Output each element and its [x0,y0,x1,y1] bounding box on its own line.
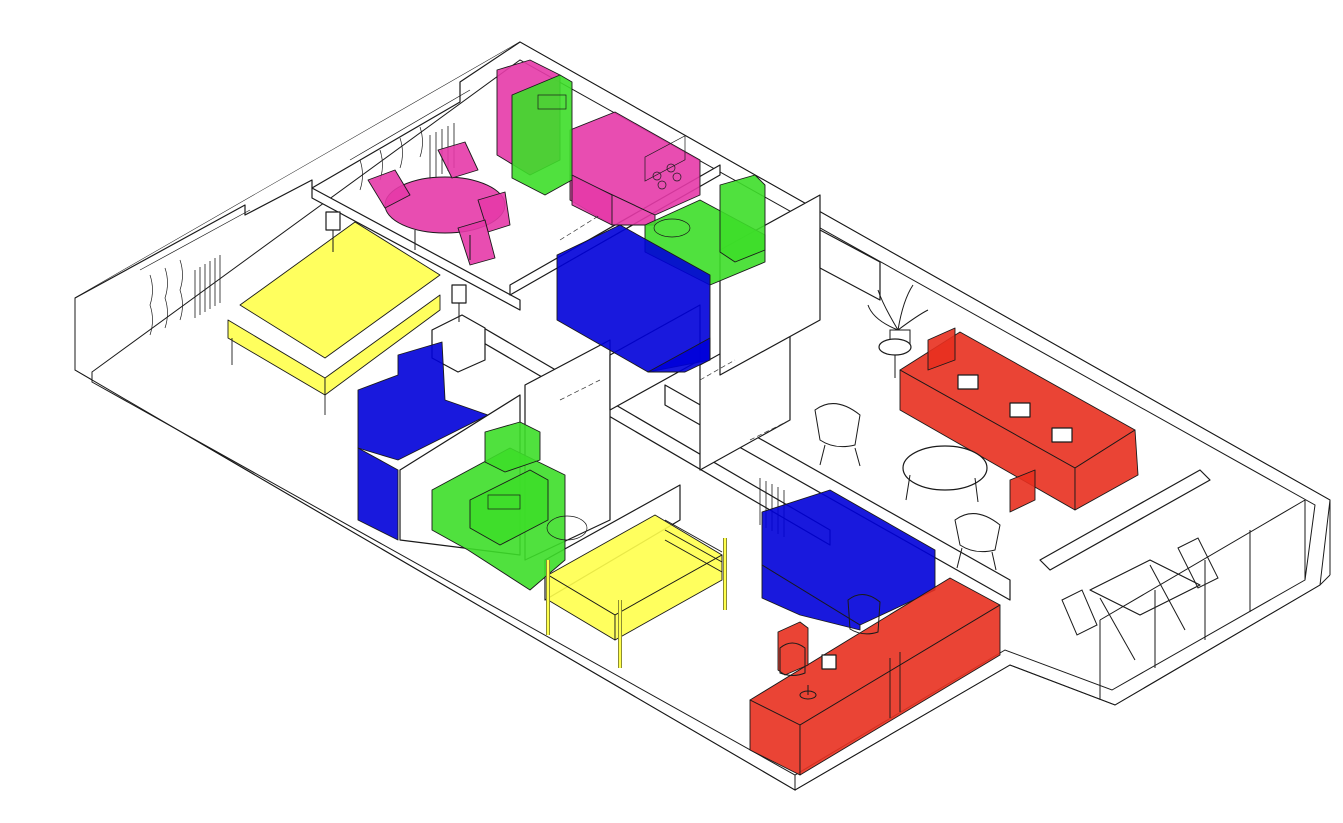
desk-chair-2 [779,642,806,676]
curtain-1 [149,259,183,336]
partition-entry [819,229,881,301]
bistro-chair-2 [1177,537,1219,589]
lamp-shade-right [451,284,467,304]
bath1-toilet [719,174,766,263]
radiator-bedroom [194,255,221,318]
wardrobe-bath-side [647,337,711,373]
bath2-toilet-seat [546,515,588,541]
wardrobe-bedroom-front [357,447,399,541]
armchair-1 [814,403,861,467]
living-group [749,327,1139,776]
door-frames [559,214,791,441]
main-bed-top [239,221,441,359]
sofa-tall-back [927,327,956,371]
sofa-leg-block [1009,469,1036,513]
wardrobe-room2-front [761,564,861,631]
wet-group [431,74,766,591]
bath2-basin [487,494,521,510]
dining-chair-4 [457,219,496,266]
front-edge-right [794,574,1331,791]
sink-basin [537,94,567,110]
stove-icon [644,135,686,190]
lamp-shade-left [325,211,341,231]
living-line-furniture [779,284,1001,700]
child-bed-side [614,554,723,641]
storage-group [357,224,936,631]
dining-chair-2 [437,141,479,179]
partition-bedroom-kitchen [311,187,521,311]
sleep-group [227,221,727,668]
door-swing-3 [699,359,736,381]
sofa-cushion-3 [1051,427,1073,443]
sofa-cushion-1 [957,374,979,390]
bath1-basin [653,218,691,238]
child-bed-rail-2 [664,529,723,563]
side-table [878,338,912,356]
bath2-tank [484,421,541,473]
curtain-rail-1 [139,209,251,271]
plant-icon [867,284,929,346]
desk-chair-1 [847,594,881,635]
sofa-side [1074,429,1139,511]
partition-balcony [1039,469,1211,571]
sofa-cushion-2 [1009,402,1031,418]
child-bed-rail-1 [664,519,723,553]
armchair-2 [954,513,1001,571]
back-wall-right [519,41,1331,575]
child-bed-rail-3 [664,539,723,573]
windows [139,89,785,537]
dining-chair-1 [367,169,411,209]
balcony-group [1061,499,1306,700]
monitor-icon [821,654,837,670]
curtain-rail-2 [349,89,471,161]
back-wall-left [74,41,521,299]
curtain-2 [359,126,423,191]
bistro-chair-1 [1061,589,1098,636]
wardrobe-bedroom [357,341,489,461]
bath2-sink-counter [469,469,549,546]
coffee-table [902,445,988,491]
kitchen-island-low [571,174,613,226]
kitchen-sink-unit [511,74,573,196]
nightstands [325,211,486,373]
front-edge-left [74,298,796,791]
main-bed-side [324,294,441,396]
desk-chair-block [777,621,809,676]
